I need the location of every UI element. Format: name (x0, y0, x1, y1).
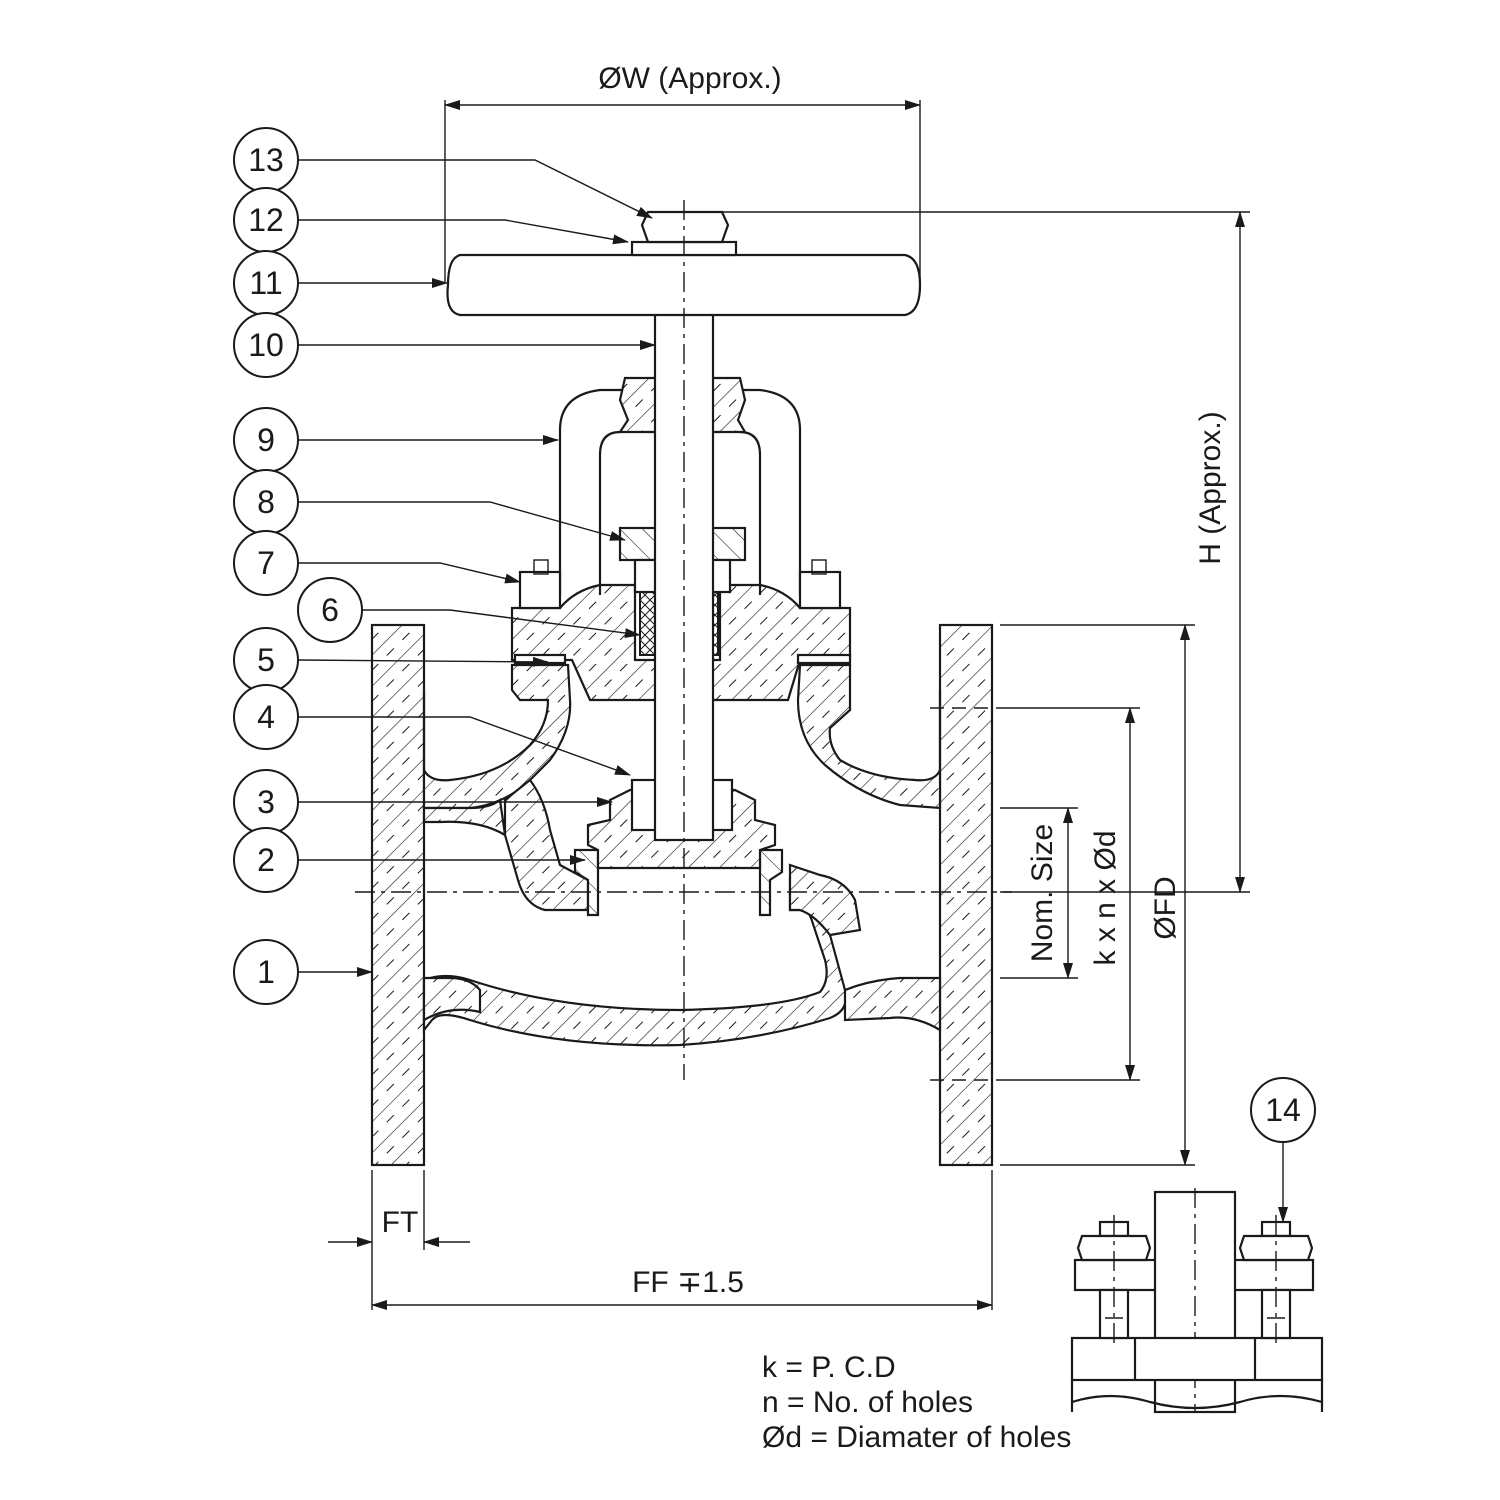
callout-6-circle (297, 577, 363, 643)
detail-body-flange (1070, 1336, 1324, 1382)
callout-8-label: 8 (257, 484, 275, 520)
body-seat-wall-left (503, 778, 590, 912)
fd-dimension-label: ØFD (1149, 876, 1182, 939)
left-flange (370, 623, 426, 1167)
right-flange (938, 623, 994, 1167)
body-lower-left-wall (422, 976, 482, 1022)
kxnxd-dimension-label: k x n x Ød (1089, 830, 1122, 965)
callout-10-label: 10 (248, 327, 284, 363)
dimension-lines (328, 100, 1250, 1310)
callout-9-label: 9 (257, 422, 275, 458)
callout-3-label: 3 (257, 784, 275, 820)
legend-d: Ød = Diamater of holes (762, 1421, 1071, 1454)
yoke-right-arm (739, 388, 802, 595)
callout-1-label: 1 (257, 954, 275, 990)
body-mid-left (422, 797, 507, 838)
callout-12-label: 12 (248, 202, 284, 238)
h-dimension-label: H (Approx.) (1194, 411, 1227, 564)
callout-7-label: 7 (257, 545, 275, 581)
stud-nut-right (798, 570, 842, 610)
callout-1-circle (233, 939, 299, 1005)
callout-11-label: 11 (249, 265, 282, 301)
callout-2-label: 2 (257, 842, 275, 878)
valve-body (370, 623, 994, 1167)
detail-nut-right (1238, 1234, 1314, 1262)
body-upper-left-wall (422, 663, 572, 810)
ff-dimension-label: FF ∓1.5 (632, 1266, 744, 1299)
body-lower-right-wall (843, 976, 942, 1032)
callout-10-circle (233, 312, 299, 378)
callout-6-label: 6 (321, 592, 339, 628)
callout-bubbles: 13 12 11 10 9 8 7 6 5 4 3 2 1 14 (233, 127, 1316, 1143)
stud-nut-left (518, 570, 562, 610)
stud-left (533, 559, 549, 575)
callout-2-circle (233, 827, 299, 893)
callout-leaders (297, 159, 656, 977)
body-mid-right (788, 863, 862, 937)
w-dimension-label: ØW (Approx.) (598, 62, 781, 95)
yoke-left-arm (558, 388, 625, 595)
callout-13-label: 13 (248, 142, 284, 178)
legend-k: k = P. C.D (762, 1351, 896, 1384)
detail-14-bolting (1070, 1142, 1324, 1414)
handwheel-nut (640, 210, 730, 244)
gasket-right (796, 653, 852, 665)
callout-5-label: 5 (257, 642, 275, 678)
body-seat-wall-right (422, 876, 848, 1047)
callout-14-label: 14 (1265, 1092, 1301, 1128)
body-upper-right-wall (796, 663, 942, 810)
legend-n: n = No. of holes (762, 1386, 973, 1419)
stud-right (811, 559, 827, 575)
nom-size-label: Nom. Size (1026, 824, 1059, 962)
callout-4-label: 4 (257, 699, 275, 735)
seat-ring-right (758, 848, 784, 917)
ft-dimension-label: FT (382, 1206, 419, 1239)
callout-4-circle (233, 684, 299, 750)
detail-nut-left (1076, 1234, 1152, 1262)
callout-7-circle (233, 530, 299, 596)
